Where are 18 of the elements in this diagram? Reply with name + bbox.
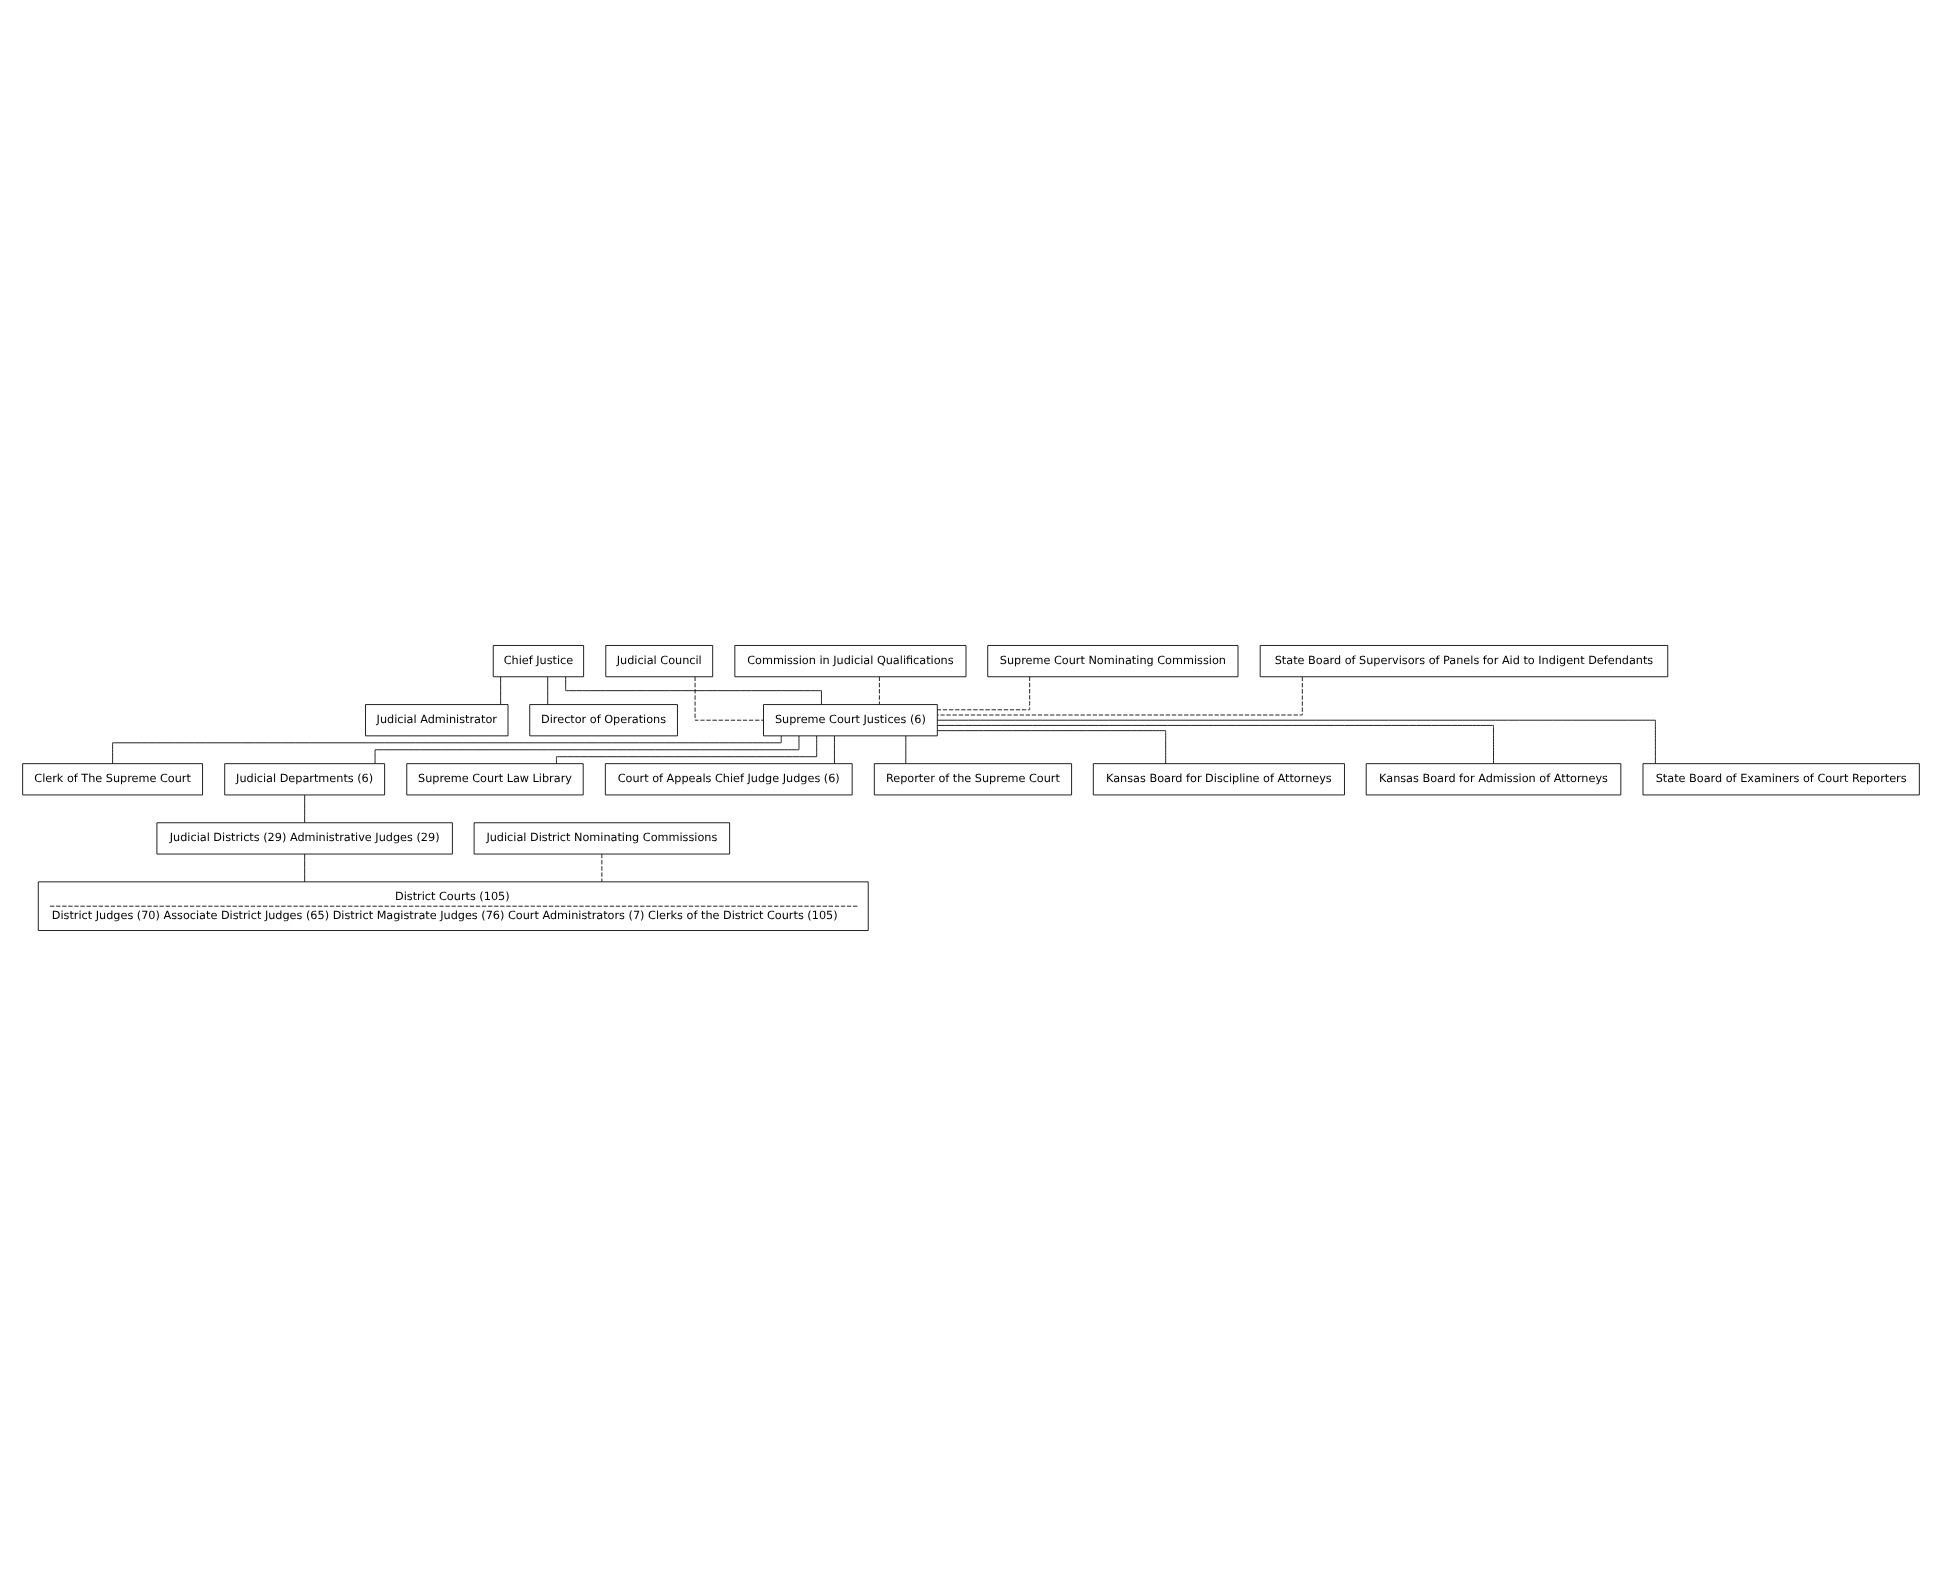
connector	[936, 675, 1031, 710]
connector	[937, 724, 1494, 763]
connector	[556, 734, 818, 764]
connector	[878, 675, 880, 704]
connector	[601, 852, 603, 882]
connector	[112, 734, 782, 764]
connector	[834, 734, 835, 763]
connector	[565, 675, 822, 704]
connector	[937, 675, 1303, 715]
connector	[936, 729, 1167, 764]
connector	[304, 793, 306, 822]
connector	[936, 718, 1656, 763]
connector	[304, 852, 306, 882]
connector	[547, 675, 549, 704]
connector	[694, 675, 764, 720]
connector	[374, 734, 800, 763]
connector	[500, 675, 502, 704]
connector	[905, 734, 907, 763]
